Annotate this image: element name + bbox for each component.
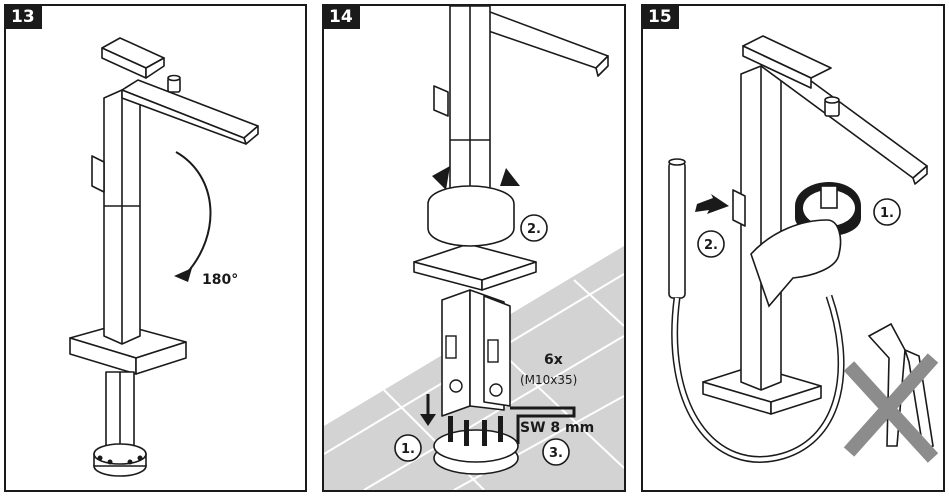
- shower-holder: [732, 189, 746, 227]
- shower-holder: [91, 155, 105, 193]
- callout-step-1: 1.: [873, 198, 901, 226]
- rotation-label: 180°: [202, 272, 238, 288]
- svg-text:3.: 3.: [549, 446, 563, 461]
- pliers-prohibited-icon: [843, 322, 939, 463]
- mounting-bracket-right: [483, 295, 511, 407]
- svg-text:2.: 2.: [527, 222, 541, 237]
- rotate-arrow: [175, 151, 212, 275]
- step-15-illustration: 1. 2.: [668, 35, 939, 463]
- step-13-illustration: 180°: [69, 37, 259, 477]
- step-14-panel: 14: [322, 4, 626, 492]
- hand-shower: [668, 161, 686, 299]
- screws: [448, 416, 503, 446]
- step-14-illustration: 2. 1. 3. 6x (M10x35) SW 8 mm: [324, 6, 624, 490]
- callout-step-2: 2.: [520, 214, 548, 242]
- screw-size-label: (M10x35): [520, 373, 577, 387]
- step-13-panel: 13: [4, 4, 307, 492]
- wrench-size-label: SW 8 mm: [520, 420, 594, 436]
- screw-count-label: 6x: [544, 352, 563, 368]
- hand: [750, 219, 842, 308]
- callout-step-2: 2.: [697, 230, 725, 258]
- rotate-arrow-head: [174, 268, 192, 282]
- shower-holder: [433, 85, 449, 117]
- step-number-15: 15: [643, 6, 679, 29]
- rotate-band: [427, 166, 520, 247]
- faucet-spout: [121, 79, 259, 139]
- insert-arrow: [695, 194, 729, 214]
- svg-text:1.: 1.: [401, 442, 415, 457]
- base-plate-side: [135, 341, 187, 375]
- hex-wrench: [510, 406, 576, 444]
- step-number-14: 14: [324, 6, 360, 29]
- step-15-panel: 15: [641, 4, 945, 492]
- svg-text:2.: 2.: [704, 238, 718, 253]
- callout-step-1: 1.: [394, 434, 422, 462]
- step-number-13: 13: [6, 6, 42, 29]
- callout-step-3: 3.: [542, 438, 570, 466]
- hose-connector: [820, 185, 838, 209]
- svg-text:1.: 1.: [880, 206, 894, 221]
